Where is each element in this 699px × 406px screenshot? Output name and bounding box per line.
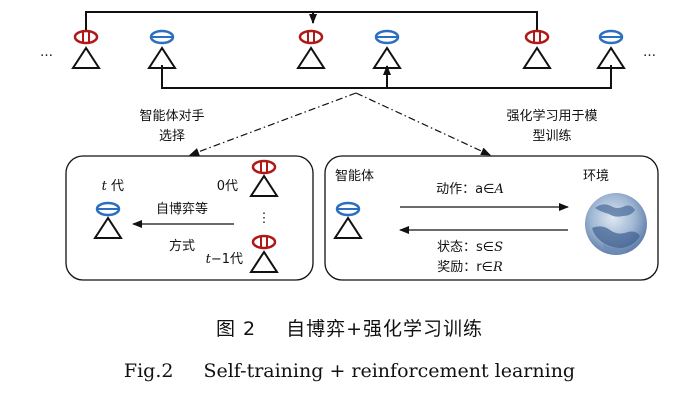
action-label: 动作：a∈A xyxy=(436,182,504,197)
t-minus-1-label: t−1代 xyxy=(206,252,243,267)
agent-blue-right xyxy=(333,201,363,239)
agent-red-left-top xyxy=(249,159,279,197)
self-play-box xyxy=(65,155,314,281)
ellipsis-right: … xyxy=(643,45,656,60)
state-label: 状态：s∈S xyxy=(437,240,503,255)
rl-box xyxy=(324,155,659,281)
agent-red-2 xyxy=(296,29,326,69)
agent-blue-1 xyxy=(147,29,177,69)
opponent-selection-label-2: 选择 xyxy=(159,129,185,144)
vertical-ellipsis: ⋮ xyxy=(258,211,271,226)
arrow-to-right-box xyxy=(355,92,491,156)
rl-training-label-1: 强化学习用于模 xyxy=(506,108,597,124)
dashdot-arrows xyxy=(189,92,491,156)
agent-label: 智能体 xyxy=(335,169,374,184)
caption-cn-number: 图 2 xyxy=(215,318,257,340)
t-generation-label: t 代 xyxy=(102,179,124,194)
opponent-selection-label-1: 智能体对手 xyxy=(139,109,204,124)
caption-en-number: Fig.2 xyxy=(123,360,174,382)
caption-cn-title: 自博弈+强化学习训练 xyxy=(286,318,484,340)
ellipsis-left: … xyxy=(40,45,53,60)
method-line-1: 自博弈等 xyxy=(156,201,208,217)
gen-0-label: 0代 xyxy=(217,179,238,194)
agent-red-3 xyxy=(522,29,552,69)
caption-en-title: Self-training + reinforcement learning xyxy=(203,360,576,382)
environment-globe-icon xyxy=(585,193,647,255)
arrow-to-left-box xyxy=(189,92,357,156)
rl-training-label-2: 型训练 xyxy=(532,129,571,144)
environment-label: 环境 xyxy=(583,169,609,184)
top-upper-line xyxy=(85,11,538,37)
agent-red-left-bottom xyxy=(249,234,279,273)
caption-english: Fig.2 Self-training + reinforcement learn… xyxy=(0,360,699,382)
agent-blue-2 xyxy=(372,29,402,69)
reward-label: 奖励：r∈R xyxy=(437,260,503,275)
agent-red-1 xyxy=(71,29,101,69)
method-line-2: 方式 xyxy=(169,238,195,254)
top-connector-lines xyxy=(85,11,612,89)
agent-blue-left xyxy=(93,201,123,239)
agent-blue-3 xyxy=(596,29,626,69)
caption-chinese: 图 2 自博弈+强化学习训练 xyxy=(0,314,699,341)
